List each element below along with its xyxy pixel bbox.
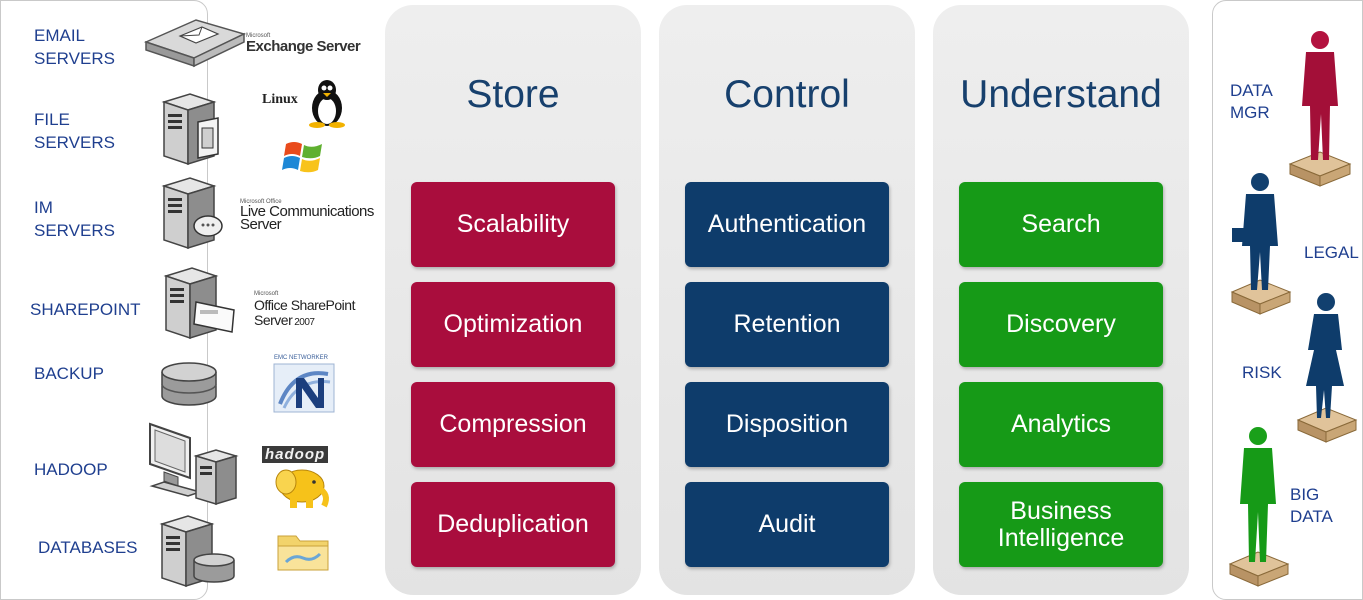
lcs-logo-small: Microsoft Office [240, 199, 282, 205]
emc-networker-logo-icon [273, 363, 335, 413]
compression-box: Compression [411, 382, 615, 467]
label-databases: DATABASES [38, 538, 138, 557]
sharepoint-logo: Office SharePoint [254, 297, 355, 313]
store-column: Store Scalability Optimization Compressi… [385, 5, 641, 595]
data-mgr-person-icon [1288, 31, 1352, 187]
role-label-data-mgr: DATA MGR [1230, 81, 1273, 122]
sharepoint-logo-small: Microsoft [254, 291, 279, 297]
label-hadoop: HADOOP [34, 460, 108, 479]
workstation-icon [149, 422, 239, 506]
file-server-icon [161, 93, 219, 166]
retention-box: Retention [685, 282, 889, 367]
risk-person-icon [1296, 293, 1358, 443]
im-server-icon [161, 177, 223, 250]
label-sharepoint: SHAREPOINT [30, 300, 141, 319]
scalability-box: Scalability [411, 182, 615, 267]
label-file-servers: FILE SERVERS [34, 110, 115, 152]
understand-column: Understand Search Discovery Analytics Bu… [933, 5, 1189, 595]
linux-logo: Linux [262, 92, 298, 107]
deduplication-box: Deduplication [411, 482, 615, 567]
live-communications-logo: Live Communications Server [240, 203, 374, 233]
tux-penguin-icon [309, 80, 345, 128]
sharepoint-server-word: Server [254, 312, 293, 328]
store-title: Store [466, 73, 560, 116]
database-folder-icon [277, 535, 329, 571]
search-box: Search [959, 182, 1163, 267]
discovery-box: Discovery [959, 282, 1163, 367]
control-title: Control [724, 73, 850, 116]
sharepoint-server-icon [163, 267, 235, 340]
hadoop-logo: hadoop [262, 446, 329, 463]
email-server-icon [143, 19, 247, 68]
backup-disk-icon [161, 362, 217, 406]
database-server-icon [159, 515, 235, 588]
role-label-big-data: BIG DATA [1290, 485, 1333, 526]
label-im-servers: IM SERVERS [34, 198, 115, 240]
control-column: Control Authentication Retention Disposi… [659, 5, 915, 595]
windows-logo-icon [282, 142, 322, 173]
exchange-logo-small: Microsoft [246, 33, 271, 39]
disposition-box: Disposition [685, 382, 889, 467]
optimization-box: Optimization [411, 282, 615, 367]
label-backup: BACKUP [34, 364, 104, 383]
analytics-box: Analytics [959, 382, 1163, 467]
authentication-box: Authentication [685, 182, 889, 267]
understand-title: Understand [960, 73, 1162, 116]
label-email-servers: EMAIL SERVERS [34, 26, 115, 68]
big-data-person-icon [1228, 427, 1290, 587]
sharepoint-year: 2007 [294, 317, 315, 328]
role-label-legal: LEGAL [1304, 243, 1359, 262]
role-label-risk: RISK [1242, 363, 1282, 382]
emc-networker-label: EMC NETWORKER [274, 355, 328, 361]
legal-person-icon [1230, 173, 1292, 315]
audit-box: Audit [685, 482, 889, 567]
business-intelligence-box: Business Intelligence [959, 482, 1163, 567]
hadoop-elephant-icon [275, 469, 329, 508]
exchange-server-logo: Exchange Server [246, 38, 361, 55]
